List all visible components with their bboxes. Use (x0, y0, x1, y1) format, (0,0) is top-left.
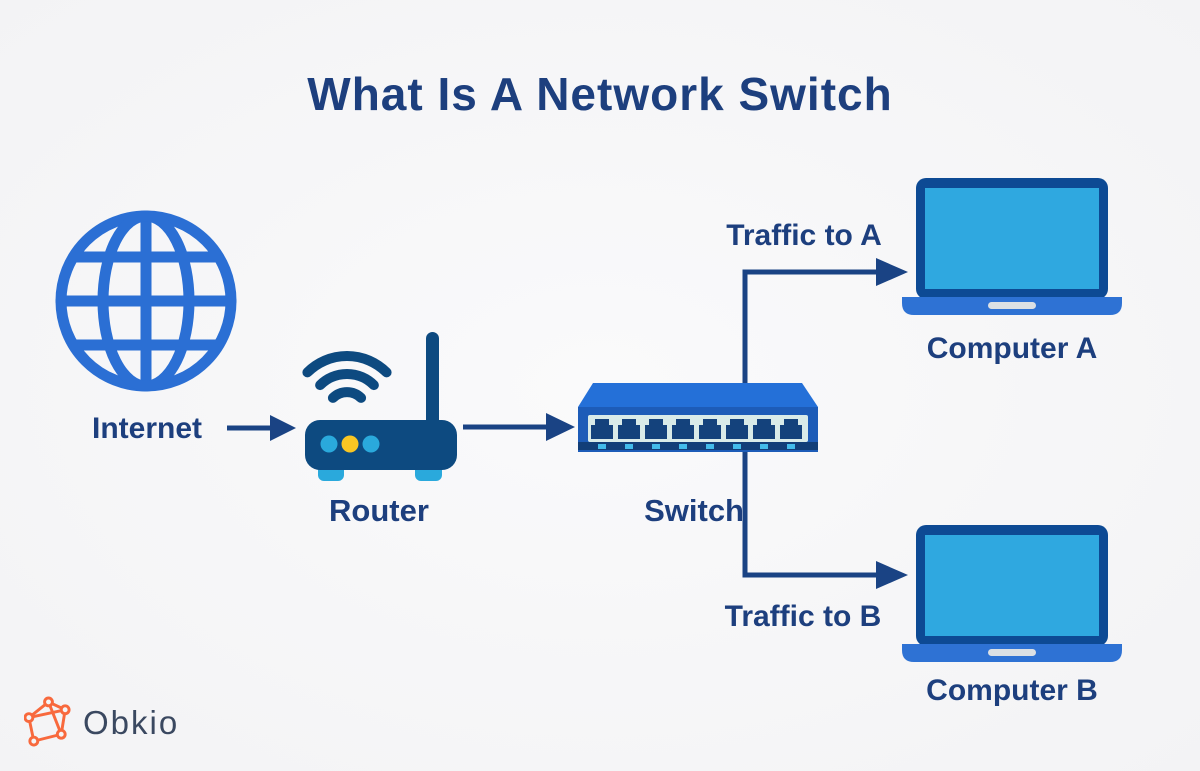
obkio-logo: Obkio (24, 696, 179, 749)
laptop-icon-computer-b (902, 525, 1122, 662)
network-switch-icon (578, 383, 818, 452)
router-antenna (426, 332, 439, 427)
obkio-logo-text: Obkio (83, 703, 180, 741)
laptop-screen (925, 188, 1099, 289)
laptop-notch (988, 302, 1036, 309)
router-body (305, 420, 457, 470)
arrowhead-to-switch (546, 413, 575, 441)
node-label-router: Router (329, 493, 429, 528)
edge-label-traffic-to-a: Traffic to A (726, 219, 882, 252)
node-label-computer-a: Computer A (926, 332, 1098, 365)
node-label-computer-b: Computer B (926, 674, 1098, 707)
arrowhead-to-computer-b (876, 561, 908, 589)
arrowhead-to-computer-a (876, 258, 908, 286)
router-icon (302, 332, 457, 481)
obkio-network-graph-icon (24, 696, 71, 747)
edge-label-traffic-to-b: Traffic to B (724, 600, 882, 633)
laptop-icon-computer-a (902, 178, 1122, 315)
switch-led-strip (578, 442, 818, 450)
node-label-internet: Internet (91, 412, 202, 445)
laptop-screen (925, 535, 1099, 636)
switch-top-face (578, 383, 818, 407)
wifi-waves-icon (302, 351, 392, 403)
globe-icon (55, 210, 237, 392)
switch-ports (591, 419, 802, 439)
laptop-notch (988, 649, 1036, 656)
switch-leds (598, 444, 795, 449)
node-label-switch: Switch (644, 493, 744, 528)
page-title: What Is A Network Switch (307, 67, 893, 120)
arrowhead-to-router (270, 415, 296, 441)
